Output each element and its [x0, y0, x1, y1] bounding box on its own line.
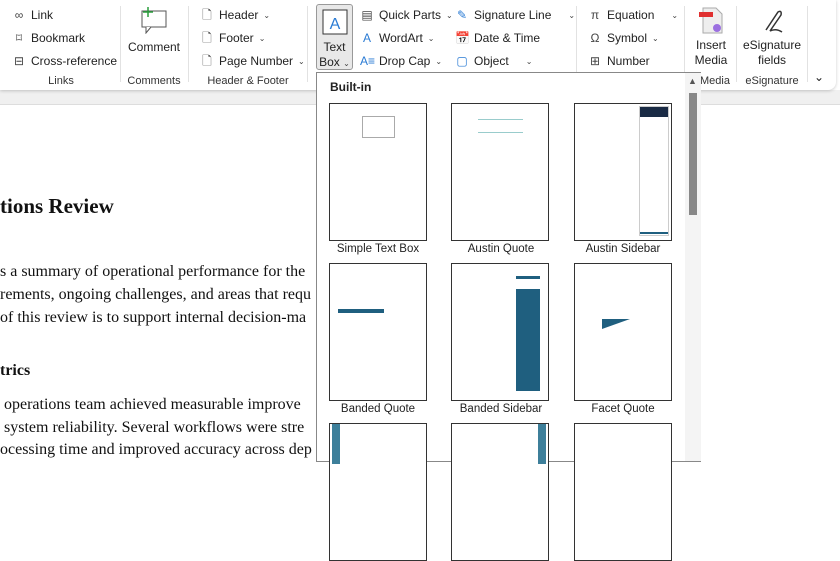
bookmark-icon: ⌑ — [15, 31, 23, 45]
calendar-icon: 📅 — [455, 31, 470, 45]
sidebar-preview — [516, 289, 540, 391]
media-group-label: Media — [700, 75, 730, 87]
gallery-item-austin-sidebar[interactable] — [574, 103, 672, 241]
comment-button[interactable]: Comment — [126, 6, 182, 55]
paragraph-line: rements, ongoing challenges, and areas t… — [0, 286, 311, 303]
gallery-item-label: Simple Text Box — [336, 243, 420, 255]
gallery-item-simple-text-box[interactable] — [329, 103, 427, 241]
paragraph-line: of this review is to support internal de… — [0, 309, 307, 326]
cross-reference-icon: ⊟ — [13, 54, 25, 68]
page-number-button[interactable]: 🗋Page Number⌄ — [200, 54, 305, 68]
gallery-item-label: Facet Quote — [591, 403, 655, 415]
text-box-preview — [362, 116, 395, 138]
band-preview — [332, 424, 340, 464]
sidebar-header-preview — [640, 107, 668, 117]
quote-preview — [478, 119, 523, 133]
number-button[interactable]: ⊞Number — [589, 54, 650, 68]
gallery-item-label: Austin Quote — [467, 243, 535, 255]
esignature-group-label: eSignature — [745, 75, 799, 87]
section-heading: trics — [0, 362, 31, 379]
ribbon-expand-chevron-icon[interactable]: ⌄ — [814, 70, 825, 84]
text-box-icon: A — [322, 9, 347, 35]
omega-icon: Ω — [590, 31, 600, 45]
text-box-button[interactable]: A Text Box ⌄ — [316, 4, 353, 70]
gallery-item-label: Banded Sidebar — [459, 403, 543, 415]
gallery-item-banded-sidebar[interactable] — [451, 263, 549, 401]
scrollbar-thumb[interactable] — [689, 93, 697, 215]
scroll-up-arrow-icon[interactable]: ▲ — [688, 76, 697, 86]
facet-preview — [602, 319, 630, 329]
drop-cap-icon: A≡ — [360, 54, 376, 68]
gallery-item-facet-quote[interactable] — [574, 263, 672, 401]
links-group-label: Links — [48, 75, 74, 87]
header-icon: 🗋 — [202, 8, 212, 22]
bookmark-button[interactable]: ⌑Bookmark — [12, 31, 85, 45]
signature-line-icon: ✎ — [456, 8, 468, 22]
gallery-item-austin-quote[interactable] — [451, 103, 549, 241]
page-number-icon: 🗋 — [202, 54, 212, 68]
paragraph-line: operations team achieved measurable impr… — [0, 396, 301, 413]
gallery-section-label: Built-in — [330, 80, 372, 94]
sidebar-preview — [639, 106, 669, 236]
link-icon: ∞ — [14, 8, 24, 22]
gallery-item[interactable] — [451, 423, 549, 561]
date-time-button[interactable]: 📅Date & Time — [455, 31, 541, 45]
media-icon — [699, 7, 723, 34]
comment-icon — [141, 7, 167, 35]
header-button[interactable]: 🗋Header⌄ — [200, 8, 270, 22]
gallery-item-banded-quote[interactable] — [329, 263, 427, 401]
band-preview — [516, 276, 540, 279]
signature-line-button[interactable]: ✎Signature Line⌄ — [456, 8, 576, 22]
cross-reference-button[interactable]: ⊟Cross-reference — [13, 54, 118, 68]
gallery-item[interactable] — [574, 423, 672, 561]
gallery-item-label: Banded Quote — [340, 403, 416, 415]
footer-button[interactable]: 🗋Footer⌄ — [200, 31, 265, 45]
object-icon: ▢ — [456, 54, 468, 68]
document-title: tions Review — [0, 194, 114, 218]
link-button[interactable]: ∞Link — [12, 8, 53, 22]
band-preview — [338, 309, 384, 313]
document-page[interactable]: tions Review s a summary of operational … — [0, 105, 316, 460]
wordart-icon: A — [362, 31, 371, 45]
esignature-fields-button[interactable]: eSignature fields — [740, 6, 804, 68]
gallery-scrollbar[interactable]: ▲ — [685, 73, 701, 461]
paragraph-line: ocessing time and improved accuracy acro… — [0, 441, 312, 458]
footer-icon: 🗋 — [202, 31, 212, 45]
paragraph-line: s a summary of operational performance f… — [0, 263, 306, 280]
comments-group-label: Comments — [127, 75, 181, 87]
gallery-item-label: Austin Sidebar — [585, 243, 661, 255]
gallery-item[interactable] — [329, 423, 427, 561]
header-footer-group-label: Header & Footer — [207, 75, 289, 87]
paragraph-line: system reliability. Several workflows we… — [0, 419, 305, 436]
svg-text:A: A — [329, 16, 340, 33]
sidebar-footer-preview — [640, 232, 668, 234]
object-button[interactable]: ▢Object⌄ — [456, 54, 533, 68]
pi-icon: π — [590, 8, 600, 22]
signature-pen-icon — [765, 10, 783, 33]
text-box-gallery-dropdown: Built-in Simple Text Box Austin Quote Au… — [316, 72, 701, 561]
insert-media-button[interactable]: Insert Media — [690, 6, 732, 68]
band-preview — [538, 424, 546, 464]
quick-parts-button[interactable]: ▤Quick Parts⌄ — [361, 8, 453, 22]
number-icon: ⊞ — [589, 54, 601, 68]
quick-parts-icon: ▤ — [361, 8, 373, 22]
drop-cap-button[interactable]: A≡Drop Cap⌄ — [360, 54, 443, 68]
